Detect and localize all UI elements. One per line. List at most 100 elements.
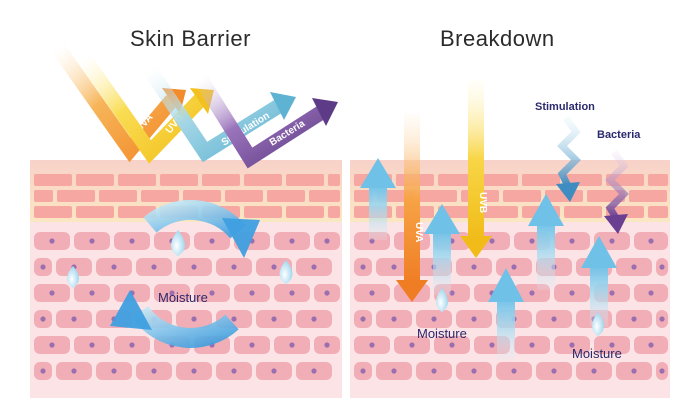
cell-nucleus: [529, 238, 535, 244]
cell-nucleus: [360, 264, 366, 270]
cell-nucleus: [471, 316, 477, 322]
moisture-cycle-arrows: [110, 199, 260, 348]
skin-brick: [244, 174, 282, 186]
skin-brick: [76, 174, 114, 186]
stimulation-label: Stimulation: [535, 101, 595, 113]
left-water-droplets: [67, 230, 293, 288]
cell-nucleus: [431, 316, 437, 322]
right-moisture-label-1: Moisture: [417, 326, 467, 341]
skin-brick: [564, 206, 602, 218]
water-drop-icon: [436, 288, 448, 312]
cell-nucleus: [609, 342, 615, 348]
cell-nucleus: [311, 264, 317, 270]
skin-brick: [286, 206, 324, 218]
cell-nucleus: [191, 264, 197, 270]
cell-nucleus: [324, 342, 330, 348]
skin-brick: [141, 190, 179, 202]
cell-nucleus: [591, 368, 597, 374]
water-drop-icon: [67, 266, 79, 288]
cell-nucleus: [151, 368, 157, 374]
cell-nucleus: [209, 238, 215, 244]
up-arrow: [360, 158, 396, 240]
skin-brick: [503, 190, 541, 202]
cell-nucleus: [551, 316, 557, 322]
skin-brick: [328, 174, 340, 186]
skin-brick: [354, 190, 373, 202]
cell-nucleus: [89, 342, 95, 348]
skin-brick: [183, 190, 221, 202]
cell-nucleus: [289, 290, 295, 296]
cell-nucleus: [648, 290, 654, 296]
cell-nucleus: [289, 342, 295, 348]
bacteria-label: Bacteria: [597, 129, 641, 141]
cell-nucleus: [324, 290, 330, 296]
title-breakdown: Breakdown: [440, 26, 555, 51]
cell-nucleus: [231, 316, 237, 322]
cell-nucleus: [111, 368, 117, 374]
skin-brick: [244, 206, 282, 218]
skin-brick: [648, 206, 668, 218]
cell-nucleus: [169, 290, 175, 296]
skin-brick: [328, 206, 340, 218]
cell-nucleus: [569, 290, 575, 296]
skin-brick: [286, 174, 324, 186]
skin-brick: [648, 174, 668, 186]
cell-nucleus: [471, 264, 477, 270]
cell-nucleus: [49, 342, 55, 348]
cell-nucleus: [449, 342, 455, 348]
cell-nucleus: [369, 342, 375, 348]
skin-brick: [99, 190, 137, 202]
cell-nucleus: [231, 368, 237, 374]
moisture-escape-arrows: [360, 158, 617, 360]
cell-nucleus: [151, 264, 157, 270]
skin-brick: [76, 206, 114, 218]
cell-nucleus: [231, 264, 237, 270]
cell-nucleus: [529, 290, 535, 296]
cell-nucleus: [391, 316, 397, 322]
cell-nucleus: [659, 368, 665, 374]
cell-nucleus: [609, 238, 615, 244]
reflected-arrows: UVA UVB Stimulation Bacteria: [51, 43, 338, 169]
cell-nucleus: [271, 264, 277, 270]
uva-penetrate-arrow: UVA: [396, 114, 428, 302]
skin-brick: [225, 190, 263, 202]
right-water-droplets: [436, 288, 604, 336]
up-arrow: [581, 236, 617, 327]
cell-nucleus: [511, 264, 517, 270]
cell-nucleus: [129, 238, 135, 244]
uvb-penetrate-arrow: UVB: [460, 80, 492, 258]
cell-nucleus: [369, 290, 375, 296]
cell-nucleus: [191, 316, 197, 322]
uvb-penetrate-label: UVB: [477, 192, 488, 213]
water-drop-icon: [279, 260, 293, 284]
skin-brick: [438, 174, 476, 186]
cell-nucleus: [40, 316, 46, 322]
cell-nucleus: [569, 238, 575, 244]
skin-brick: [309, 190, 340, 202]
water-drop-icon: [592, 312, 604, 336]
cell-nucleus: [71, 316, 77, 322]
cell-nucleus: [40, 368, 46, 374]
cell-nucleus: [111, 264, 117, 270]
cell-nucleus: [40, 264, 46, 270]
cell-nucleus: [659, 316, 665, 322]
cell-nucleus: [271, 368, 277, 374]
cell-nucleus: [631, 368, 637, 374]
cell-nucleus: [631, 316, 637, 322]
cell-nucleus: [489, 342, 495, 348]
skin-brick: [267, 190, 305, 202]
stimulation-zigzag-arrow: [556, 115, 581, 202]
up-arrow: [488, 268, 524, 360]
cell-nucleus: [471, 368, 477, 374]
left-moisture-label: Moisture: [158, 290, 208, 305]
cell-nucleus: [569, 342, 575, 348]
cell-nucleus: [89, 290, 95, 296]
cell-nucleus: [391, 264, 397, 270]
up-arrow: [528, 194, 564, 290]
cell-nucleus: [249, 290, 255, 296]
skin-brick: [160, 174, 198, 186]
cell-nucleus: [431, 368, 437, 374]
skin-brick: [419, 190, 457, 202]
cell-nucleus: [631, 264, 637, 270]
